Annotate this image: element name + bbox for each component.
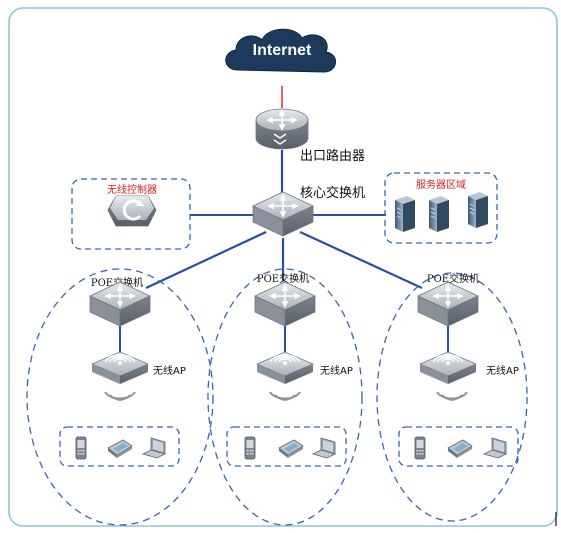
core-switch-label: 核心交换机 (300, 185, 365, 201)
server-zone-label: 服务器区域 (416, 178, 466, 191)
phone-icon (244, 436, 256, 460)
server-zone-group: 服务器区域 (384, 172, 498, 244)
wireless-ap-icon (91, 351, 149, 385)
pda-icon (278, 439, 304, 459)
server-icon-3 (467, 191, 489, 229)
core-branch1-link (145, 231, 267, 289)
server-icon-2 (428, 195, 450, 233)
laptop-icon (312, 437, 336, 459)
phone-icon (75, 436, 87, 460)
wifi-signal-icon (436, 391, 468, 401)
router-icon (255, 108, 309, 150)
poe-switch-label: POE交换机 (427, 272, 479, 285)
server-icon-1 (394, 195, 416, 233)
laptop-icon (142, 437, 166, 459)
pda-icon (107, 439, 133, 459)
cloud-icon (225, 28, 336, 73)
laptop-icon (483, 437, 507, 459)
wireless-ap-label: 无线AP (486, 364, 519, 377)
branch-2: POE交换机 无线AP (207, 268, 363, 526)
internet-cloud: Internet (225, 28, 336, 73)
links (119, 86, 449, 354)
wireless-ap-label: 无线AP (320, 364, 353, 377)
branch-ellipse (376, 272, 528, 522)
server-zone-box (384, 172, 498, 244)
branch-ellipse (26, 268, 214, 526)
wireless-controller-icon (107, 195, 157, 227)
wifi-signal-icon (269, 391, 301, 401)
poe-switch-label: POE交换机 (257, 272, 309, 285)
branch-1: POE交换机 无线AP (26, 268, 214, 526)
phone-icon (414, 436, 426, 460)
internet-label: Internet (253, 42, 312, 59)
wifi-signal-icon (104, 391, 136, 401)
branch-3: POE交换机 无线AP (376, 272, 528, 522)
router-label: 出口路由器 (300, 148, 365, 164)
poe-switch-icon (254, 281, 316, 327)
wireless-controller-box (71, 178, 191, 250)
wireless-ap-label: 无线AP (153, 364, 186, 377)
wireless-ap-icon (419, 351, 477, 385)
wireless-controller-group: 无线控制器 (71, 178, 191, 250)
outer-frame (8, 7, 558, 527)
poe-switch-label: POE交换机 (91, 276, 143, 289)
core-branch3-link (299, 231, 423, 289)
client-devices-box (398, 426, 519, 467)
branch-ellipse (207, 268, 363, 526)
client-devices-box (59, 426, 180, 467)
client-devices-box (226, 426, 347, 467)
pda-icon (447, 439, 473, 459)
wireless-controller-label: 无线控制器 (107, 183, 157, 196)
poe-switch-icon (417, 281, 479, 327)
wireless-ap-icon (256, 351, 314, 385)
